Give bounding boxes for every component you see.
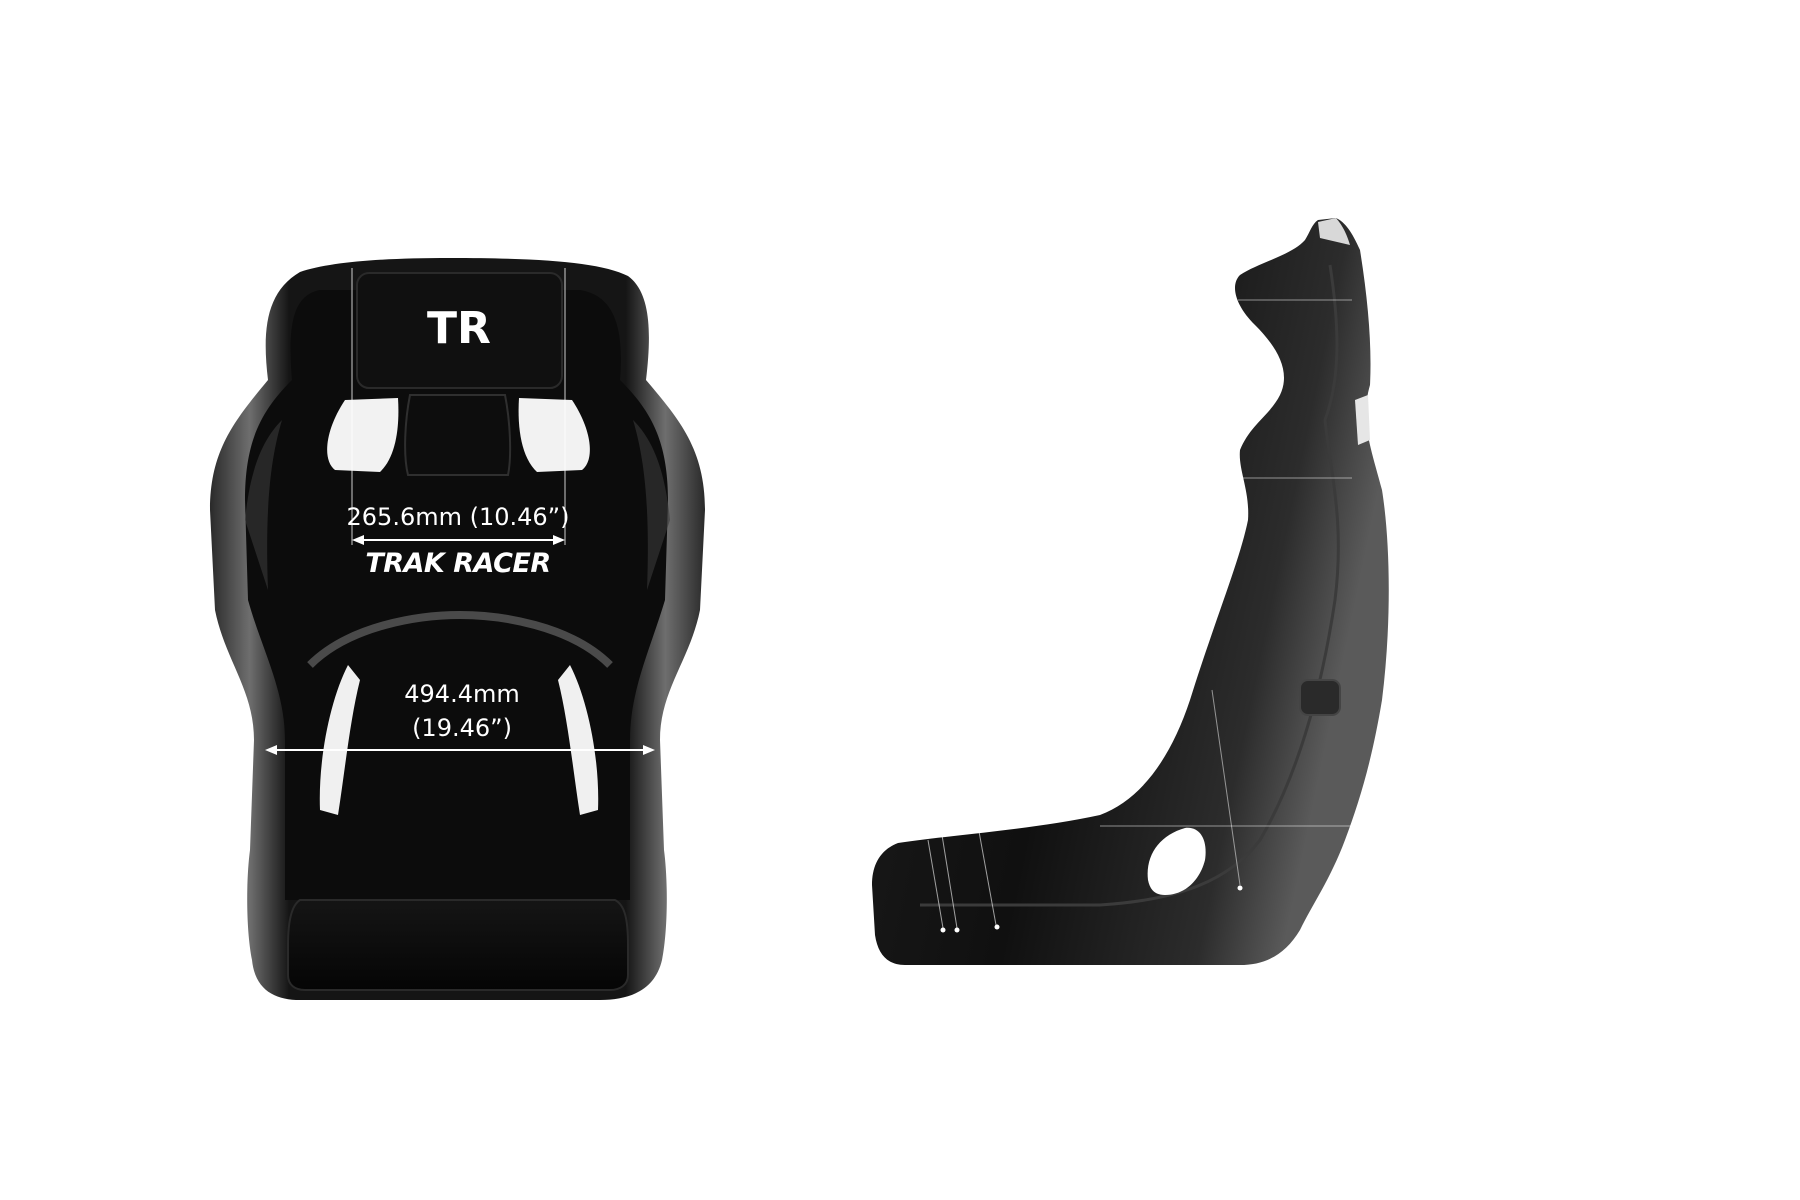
side-contour (920, 264, 1340, 907)
side-bracket (1299, 679, 1341, 716)
side-cutout (1147, 827, 1206, 895)
seat-side-view (872, 218, 1389, 965)
hip-slot-right (558, 665, 599, 815)
dimension-lower-label-line2: (19.46”) (412, 714, 512, 742)
dimension-lower-label-line1: 494.4mm (404, 680, 519, 708)
bolster-highlight-right (633, 420, 670, 590)
side-upper-opening (1355, 395, 1370, 445)
lower-arch (307, 610, 613, 668)
dimension-upper: 265.6mm (10.46”) (347, 268, 570, 545)
tr-logo: TR (427, 303, 491, 354)
bolster-highlight-left (245, 420, 282, 590)
hip-slot-left (319, 665, 360, 815)
dimension-upper-label: 265.6mm (10.46”) (347, 503, 570, 531)
mounting-holes (927, 825, 1243, 933)
center-pad (404, 394, 512, 476)
headrest-pad (356, 272, 563, 389)
belt-slot-left (327, 398, 399, 472)
brand-name: TRAK RACER (365, 548, 550, 579)
dimension-lower: 494.4mm (19.46”) (265, 680, 655, 755)
side-shell (872, 218, 1389, 965)
seat-front-view: TR 265.6mm (10.46”) TRAK RACER 494.4mm (… (210, 258, 705, 1000)
side-head-highlight (1318, 218, 1350, 245)
belt-slot-right (518, 398, 590, 472)
seat-cushion (287, 899, 629, 991)
